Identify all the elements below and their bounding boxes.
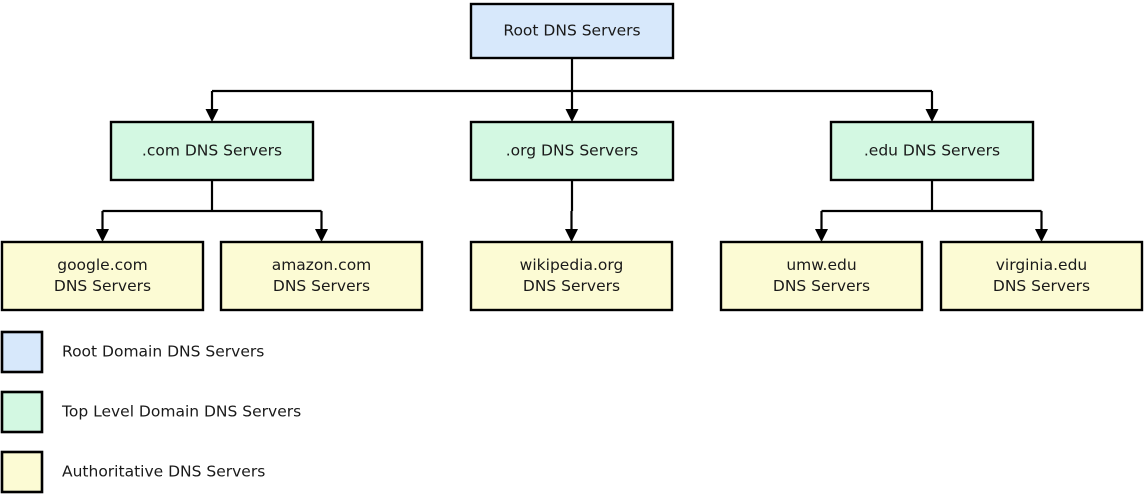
node-box-root[interactable] <box>469 2 675 60</box>
arrowhead-virginia <box>1035 229 1048 242</box>
legend-root: Root Domain DNS Servers <box>0 330 264 374</box>
legend-tld-swatch <box>0 390 44 434</box>
legend-root-swatch <box>0 330 44 374</box>
node-label-amazon-line-1: amazon.com <box>272 256 372 274</box>
node-root[interactable]: Root DNS Servers <box>469 2 675 60</box>
node-label-wikipedia-line-1: wikipedia.org <box>520 256 624 274</box>
connector-group-root <box>205 58 939 122</box>
legend-authoritative-label: Authoritative DNS Servers <box>62 463 265 481</box>
node-box-umw[interactable] <box>719 240 924 312</box>
node-box-virginia[interactable] <box>939 240 1144 312</box>
connector-layer <box>96 58 1048 242</box>
connector-group-edu <box>815 180 1048 242</box>
arrowhead-google <box>96 229 109 242</box>
node-box-com[interactable] <box>109 120 315 182</box>
arrowhead-umw <box>815 229 828 242</box>
node-label-umw-line-2: DNS Servers <box>773 277 870 295</box>
arrowhead-org <box>565 109 579 122</box>
node-box-amazon[interactable] <box>219 240 424 312</box>
node-label-google-line-1: google.com <box>57 256 148 274</box>
node-label-umw-line-1: umw.edu <box>786 256 856 274</box>
legend-authoritative-swatch <box>0 450 44 494</box>
node-box-google[interactable] <box>0 240 205 312</box>
node-label-edu-line-1: .edu DNS Servers <box>864 142 1000 160</box>
legend-authoritative: Authoritative DNS Servers <box>0 450 265 494</box>
node-layer: Root DNS Servers .com DNS Servers .org DNS… <box>0 2 1144 312</box>
node-label-virginia-line-1: virginia.edu <box>996 256 1087 274</box>
arrowhead-edu <box>925 109 939 122</box>
node-label-amazon-line-2: DNS Servers <box>273 277 370 295</box>
arrowhead-wikipedia <box>565 229 578 242</box>
node-label-google-line-2: DNS Servers <box>54 277 151 295</box>
node-box-edu[interactable] <box>829 120 1035 182</box>
arrowhead-com <box>205 109 219 122</box>
node-box-org[interactable] <box>469 120 675 182</box>
node-com[interactable]: .com DNS Servers <box>109 120 315 182</box>
legend-root-label: Root Domain DNS Servers <box>62 343 264 361</box>
node-org[interactable]: .org DNS Servers <box>469 120 675 182</box>
node-label-root-line-1: Root DNS Servers <box>503 22 640 40</box>
connector-group-org <box>565 180 578 242</box>
legend-tld: Top Level Domain DNS Servers <box>0 390 301 434</box>
node-label-wikipedia-line-2: DNS Servers <box>523 277 620 295</box>
legend-tld-label: Top Level Domain DNS Servers <box>61 403 301 421</box>
node-label-com-line-1: .com DNS Servers <box>142 142 282 160</box>
connector-group-com <box>96 180 328 242</box>
node-box-wikipedia[interactable] <box>469 240 674 312</box>
node-edu[interactable]: .edu DNS Servers <box>829 120 1035 182</box>
node-label-virginia-line-2: DNS Servers <box>993 277 1090 295</box>
node-label-org-line-1: .org DNS Servers <box>506 142 638 160</box>
arrowhead-amazon <box>315 229 328 242</box>
